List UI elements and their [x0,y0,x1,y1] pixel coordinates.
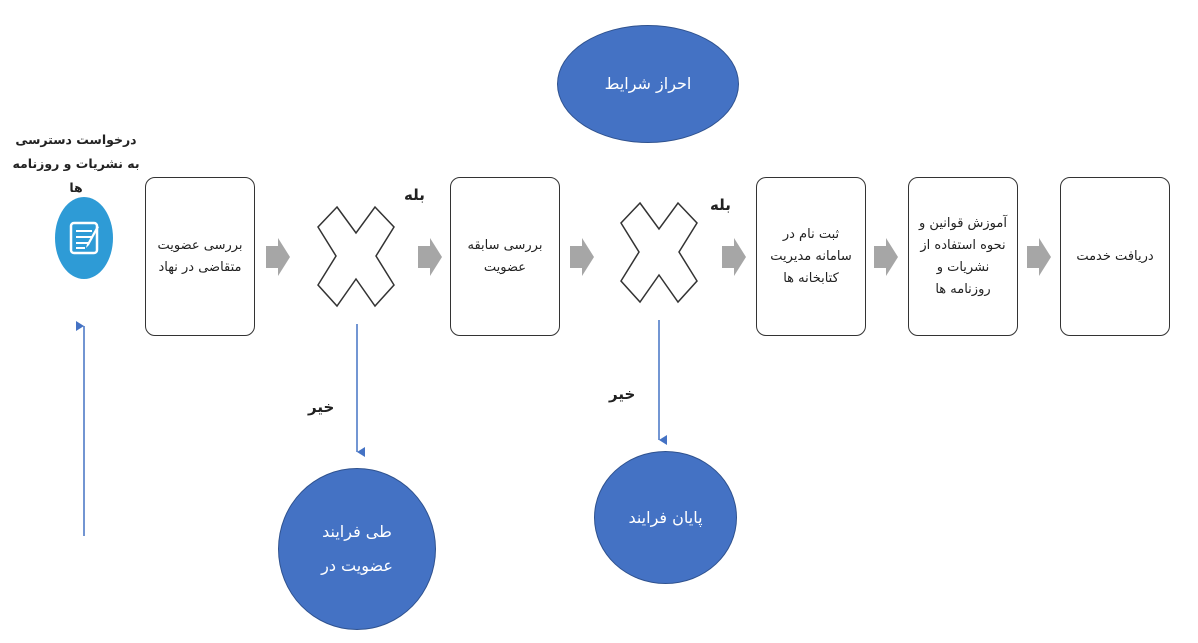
membership-check-label: بررسی عضویت متقاضی در نهاد [157,237,243,275]
library-registration-label: ثبت نام در سامانه مدیریت کتابخانه ها [770,226,852,286]
no-label-1: خیر [308,398,335,416]
library-registration-box[interactable]: ثبت نام در سامانه مدیریت کتابخانه ها [756,177,866,336]
membership-process-oval[interactable]: طی فرایند عضویت در [278,468,436,630]
flow-arrow-1 [266,238,290,276]
flow-arrow-2 [418,238,442,276]
membership-history-box[interactable]: بررسی سابقه عضویت [450,177,560,336]
flow-arrow-4 [722,238,746,276]
eligibility-label: احراز شرایط [604,74,692,93]
flow-arrow-6 [1027,238,1051,276]
membership-history-label: بررسی سابقه عضویت [467,237,543,275]
rules-training-label: آموزش قوانین و نحوه استفاده از نشریات و … [919,215,1007,297]
membership-check-box[interactable]: بررسی عضویت متقاضی در نهاد [145,177,255,336]
eligibility-oval[interactable]: احراز شرایط [557,25,739,143]
end-process-label: پایان فرایند [628,507,703,527]
receive-service-label: دریافت خدمت [1076,248,1154,264]
start-caption: درخواست دسترسی به نشریات و روزنامه ها [12,132,140,195]
no-label-2: خیر [609,385,636,403]
yes-label-1: بله [404,186,425,204]
membership-process-label: طی فرایند عضویت در [321,522,393,575]
decision-cross-1 [317,205,395,308]
end-process-oval[interactable]: پایان فرایند [594,451,737,584]
decision-cross-2 [620,201,698,304]
yes-label-2: بله [710,196,731,214]
checklist-icon [69,221,99,255]
flow-arrow-3 [570,238,594,276]
flow-arrow-5 [874,238,898,276]
rules-training-box[interactable]: آموزش قوانین و نحوه استفاده از نشریات و … [908,177,1018,336]
start-icon-circle[interactable] [55,197,113,279]
receive-service-box[interactable]: دریافت خدمت [1060,177,1170,336]
